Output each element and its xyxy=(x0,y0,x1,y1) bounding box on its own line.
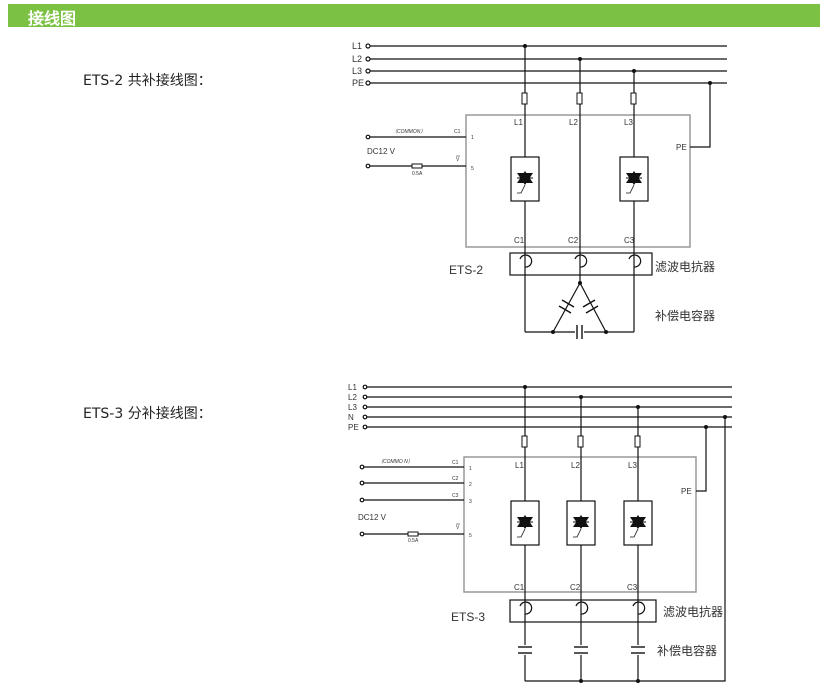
diagram-label: C3 xyxy=(452,493,459,499)
reactor-coil-icon xyxy=(628,254,642,268)
reactor-coil-icon xyxy=(519,601,533,615)
diagram-label: L2 xyxy=(352,54,362,64)
diagram-label: DC12 V xyxy=(358,513,387,522)
diagram-label: 2 xyxy=(469,482,472,488)
diagram-label: L2 xyxy=(348,393,357,402)
delta-capacitor-bank xyxy=(525,281,634,339)
diagram-label: L1 xyxy=(352,41,362,51)
section-title: 接线图 xyxy=(28,9,77,28)
fuse-icon xyxy=(634,435,641,448)
diagram-label: N xyxy=(348,413,354,422)
thyristor-icon xyxy=(566,500,596,546)
diagram-label: L2 xyxy=(569,118,578,127)
ets3-caption: ETS-3 分补接线图： xyxy=(83,406,212,422)
fuse-icon xyxy=(411,163,423,169)
diagram-label: 0.5A xyxy=(408,538,419,544)
diagram-label: （COMMO N） xyxy=(378,458,413,465)
ets2-unit-box xyxy=(465,114,691,248)
reactor-coil-icon xyxy=(575,601,589,615)
diagram-label: （COMMON） xyxy=(392,128,425,135)
diagram-label: L1 xyxy=(348,383,357,392)
ets2-diagram: L1 L2 L3 PE L1 L2 L3 C1 C2 C3 PE （COMMON… xyxy=(352,41,727,339)
diagram-label: DC12 V xyxy=(367,147,396,156)
thyristor-icon xyxy=(619,156,649,202)
diagram-label: L3 xyxy=(624,118,633,127)
diagram-label: C3 xyxy=(624,236,635,245)
diagram-label: V xyxy=(456,157,460,163)
thyristor-icon xyxy=(510,500,540,546)
thyristor-icon xyxy=(623,500,653,546)
diagram-label: 5 xyxy=(469,533,472,539)
bus-lines: L1 L2 L3 N PE xyxy=(348,383,732,432)
ets2-caption: ETS-2 共补接线图： xyxy=(83,73,212,89)
diagram-label: C2 xyxy=(568,236,579,245)
diagram-label: 补偿电容器 xyxy=(655,308,715,323)
diagram-label: C1 xyxy=(452,460,459,466)
diagram-label: L2 xyxy=(571,461,580,470)
diagram-label: L3 xyxy=(628,461,637,470)
fuse-icon xyxy=(576,92,583,105)
ets3-unit-box xyxy=(463,456,697,593)
diagram-label: C1 xyxy=(514,583,525,592)
reactor-coil-icon xyxy=(574,254,588,268)
diagram-label: PE xyxy=(348,423,359,432)
diagram-label: 3 xyxy=(469,499,472,505)
diagram-label: 滤波电抗器 xyxy=(655,259,715,274)
diagram-label: PE xyxy=(352,78,364,88)
reactor-coil-icon xyxy=(519,254,533,268)
reactor-coil-icon xyxy=(632,601,646,615)
bus-lines: L1 L2 L3 PE xyxy=(352,41,727,88)
section-header: 接线图 xyxy=(8,4,820,28)
thyristor-icon xyxy=(510,156,540,202)
diagram-label: L1 xyxy=(514,118,523,127)
diagram-label: C2 xyxy=(570,583,581,592)
diagram-label: 1 xyxy=(469,466,472,472)
ets3-diagram: L1 L2 L3 N PE L1 L2 L3 C1 C2 C3 PE xyxy=(348,383,732,683)
diagram-label: L1 xyxy=(515,461,524,470)
diagram-label: 补偿电容器 xyxy=(657,643,717,658)
diagram-label: C2 xyxy=(452,476,459,482)
diagram-label: C1 xyxy=(514,236,525,245)
diagram-label: 滤波电抗器 xyxy=(663,604,723,619)
diagram-label: ETS-3 xyxy=(451,610,485,624)
diagram-label: PE xyxy=(681,487,692,496)
diagram-label: L3 xyxy=(352,66,362,76)
diagram-label: PE xyxy=(676,143,687,152)
diagram-label: 1 xyxy=(471,135,474,141)
diagram-label: L3 xyxy=(348,403,357,412)
diagram-label: C3 xyxy=(627,583,638,592)
fuse-icon xyxy=(407,531,419,537)
diagram-label: C1 xyxy=(454,129,461,135)
diagram-label: V xyxy=(456,525,460,531)
diagram-label: 5 xyxy=(471,166,474,172)
fuse-icon xyxy=(521,92,528,105)
diagram-label: ETS-2 xyxy=(449,263,483,277)
fuse-icon xyxy=(521,435,528,448)
diagram-label: 0.5A xyxy=(412,171,423,177)
fuse-icon xyxy=(577,435,584,448)
fuse-icon xyxy=(630,92,637,105)
capacitor-icons xyxy=(518,645,645,683)
